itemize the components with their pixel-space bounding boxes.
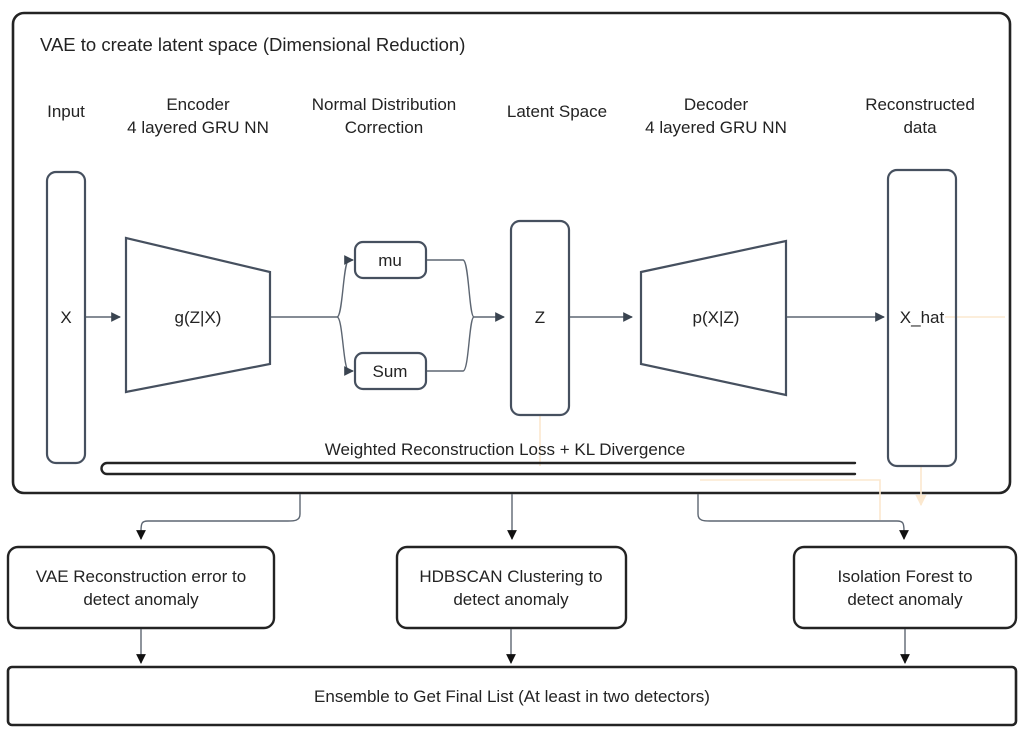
node-mu[interactable]: [353, 240, 428, 280]
node-input-x[interactable]: [45, 170, 87, 465]
column-label-reconstructed-sub: data: [903, 118, 937, 137]
connector-split-to-sum: [336, 316, 354, 376]
node-mu-label: mu: [378, 251, 402, 270]
box-vae-reconstruction-line2: detect anomaly: [83, 590, 199, 609]
box-hdbscan-clustering-line2: detect anomaly: [453, 590, 569, 609]
page-title: VAE to create latent space (Dimensional …: [40, 34, 465, 55]
node-output-xhat[interactable]: [886, 168, 958, 468]
connector-mu-to-merge: [427, 259, 475, 318]
column-label-encoder-sub: 4 layered GRU NN: [127, 118, 269, 137]
arrow-vae-to-vae-reconstruction: [136, 494, 301, 540]
connector-sum-to-merge: [427, 316, 475, 372]
node-input-x-label: X: [60, 308, 71, 327]
arrow-vae-to-isolation-forest: [697, 494, 909, 540]
box-isolation-forest-line1: Isolation Forest to: [837, 567, 972, 586]
faint-connector-bottom-route: [700, 479, 881, 520]
column-label-input: Input: [47, 102, 85, 121]
loss-label: Weighted Reconstruction Loss + KL Diverg…: [325, 440, 686, 459]
column-label-encoder: Encoder: [166, 95, 230, 114]
vae-container: [11, 11, 1012, 495]
feedback-loop-bar: [100, 461, 857, 476]
box-vae-reconstruction-line1: VAE Reconstruction error to: [36, 567, 246, 586]
box-vae-reconstruction[interactable]: [6, 545, 276, 630]
connector-split-to-mu: [336, 255, 354, 318]
node-sum[interactable]: [353, 351, 428, 391]
column-label-latent-space: Latent Space: [507, 102, 607, 121]
box-ensemble-label: Ensemble to Get Final List (At least in …: [314, 687, 710, 706]
column-label-reconstructed: Reconstructed: [865, 95, 975, 114]
box-isolation-forest[interactable]: [792, 545, 1018, 630]
column-label-ndc-sub: Correction: [345, 118, 423, 137]
box-isolation-forest-line2: detect anomaly: [847, 590, 963, 609]
box-hdbscan-clustering[interactable]: [395, 545, 628, 630]
node-encoder[interactable]: [124, 236, 272, 394]
node-decoder-label: p(X|Z): [693, 308, 740, 327]
node-latent-z[interactable]: [509, 219, 571, 417]
node-decoder[interactable]: [639, 239, 788, 397]
box-hdbscan-clustering-line1: HDBSCAN Clustering to: [419, 567, 602, 586]
node-latent-z-label: Z: [535, 308, 545, 327]
box-ensemble[interactable]: [6, 665, 1018, 727]
column-label-decoder-sub: 4 layered GRU NN: [645, 118, 787, 137]
node-encoder-label: g(Z|X): [175, 308, 222, 327]
node-sum-label: Sum: [373, 362, 408, 381]
column-label-decoder: Decoder: [684, 95, 749, 114]
node-output-xhat-label: X_hat: [900, 308, 945, 327]
column-label-ndc: Normal Distribution: [312, 95, 457, 114]
